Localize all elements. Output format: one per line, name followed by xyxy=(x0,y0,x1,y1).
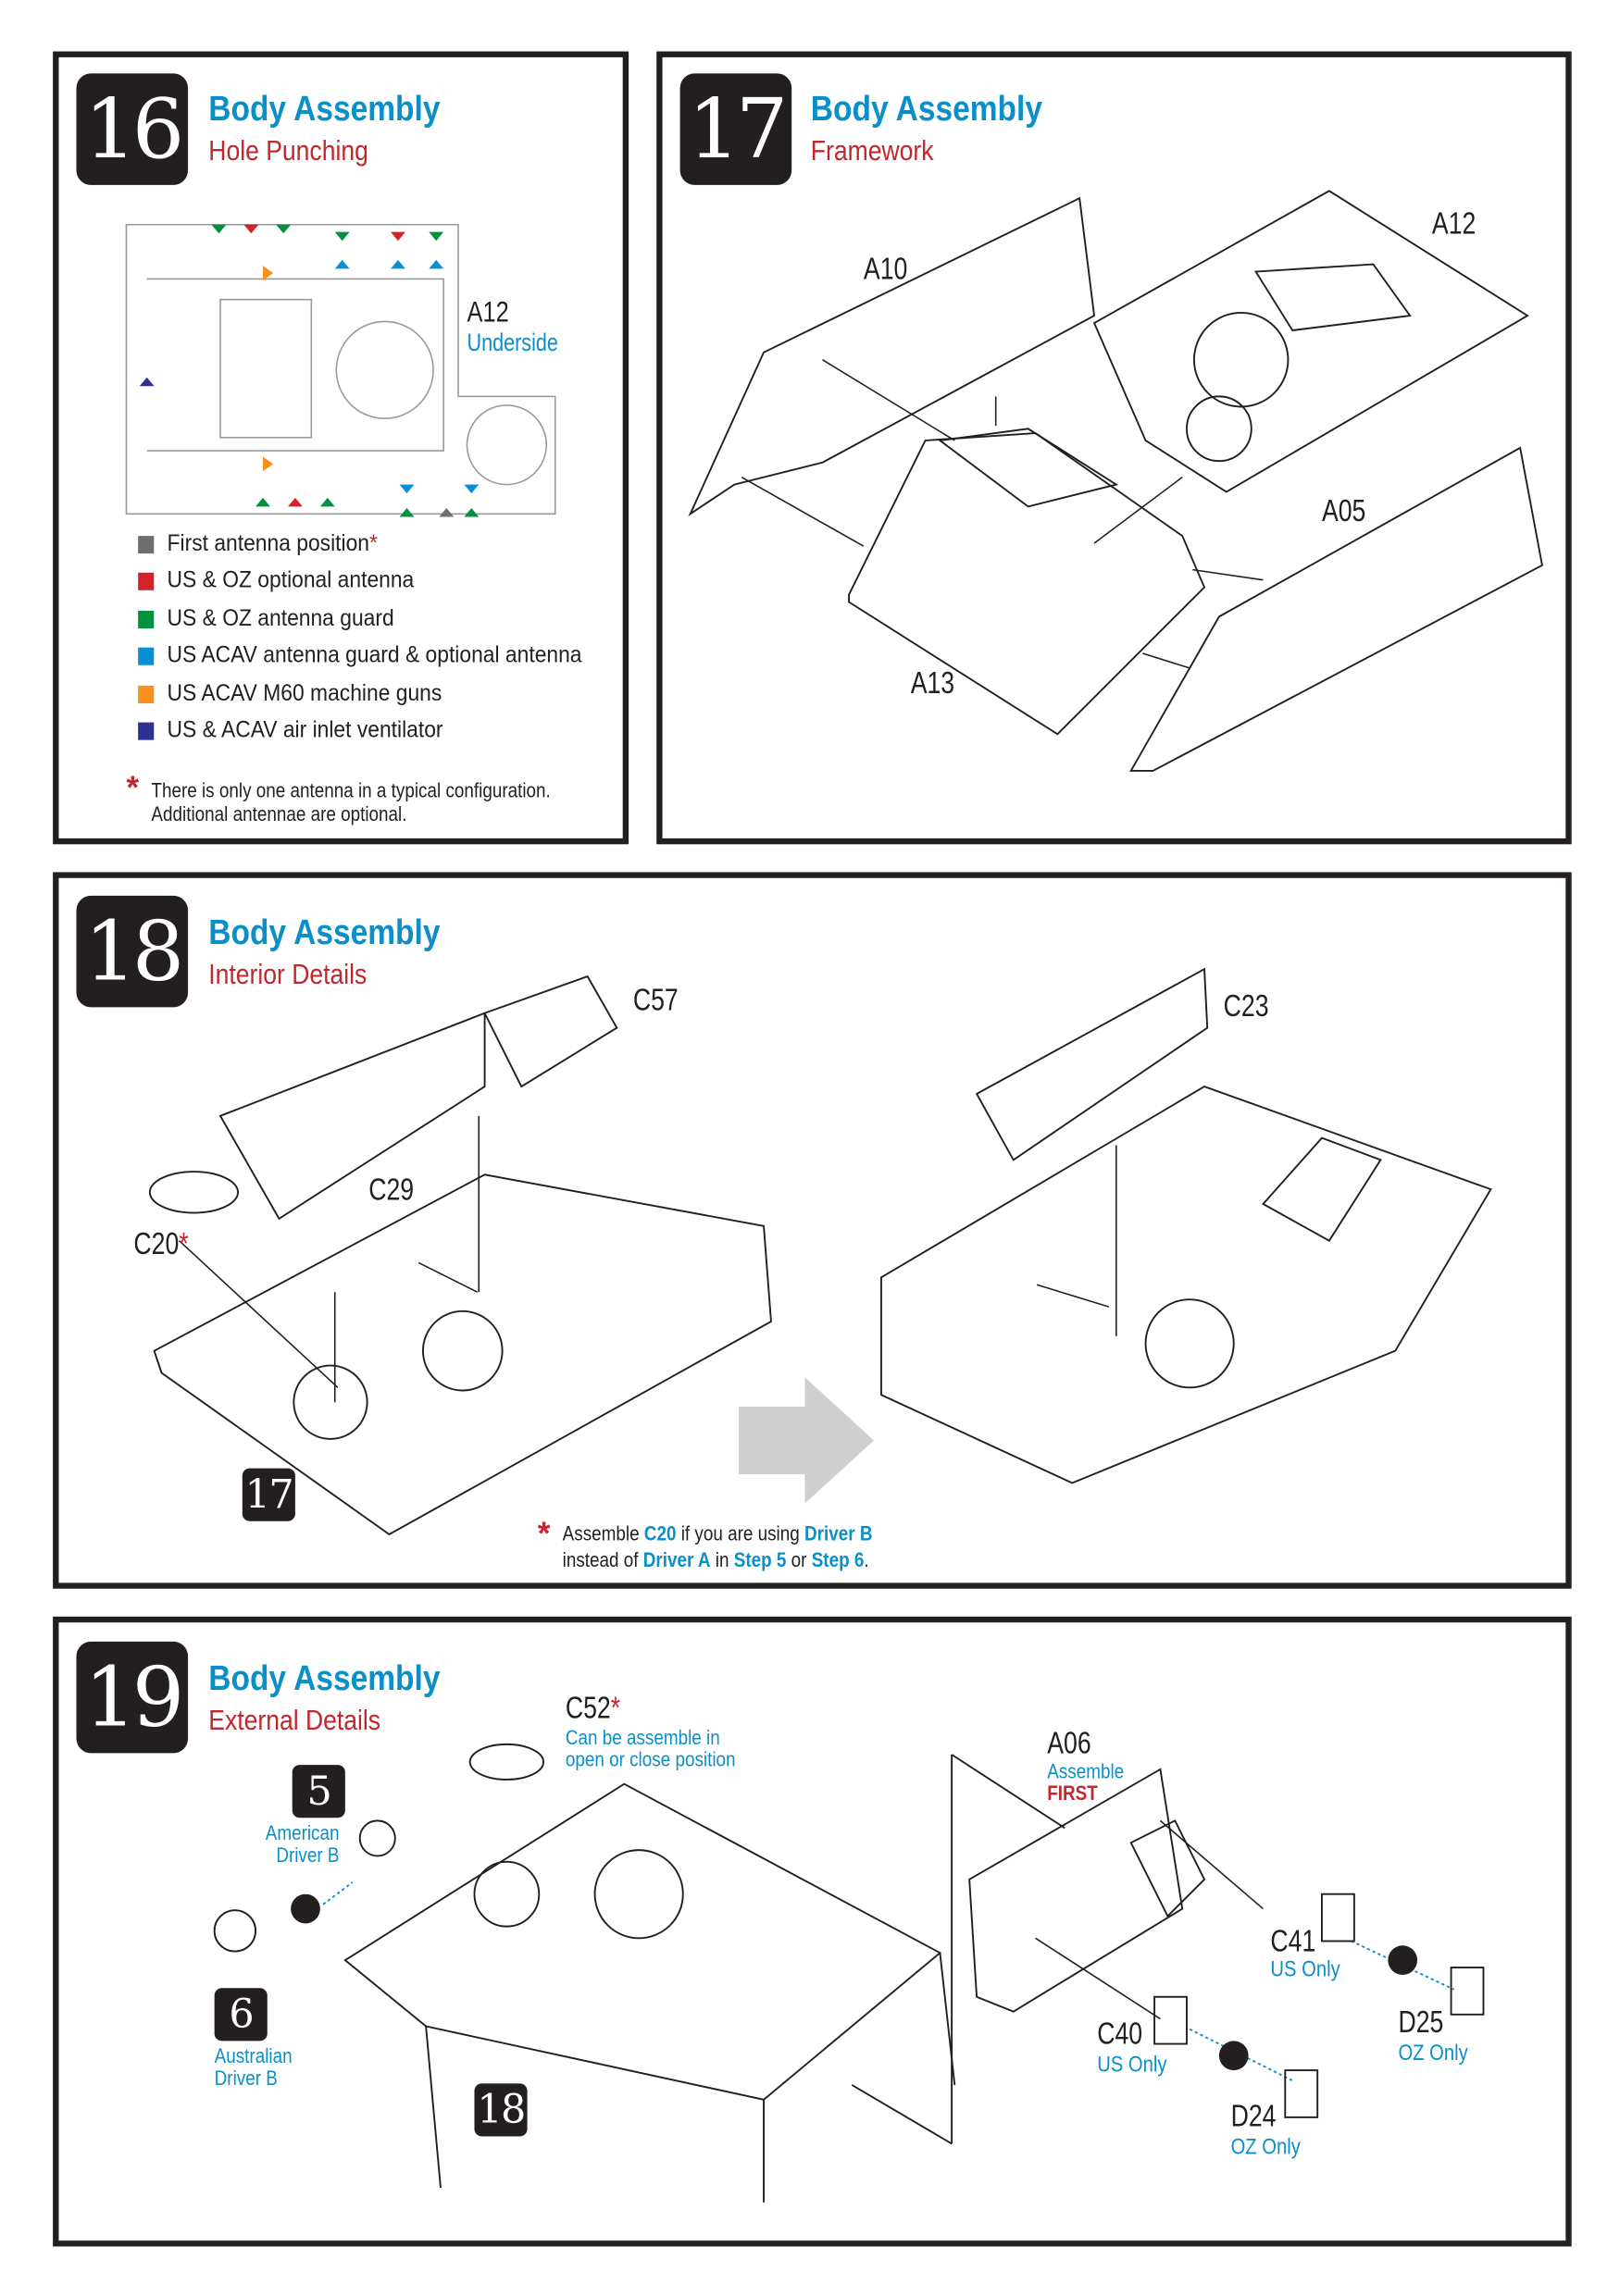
note-line: instead of Driver A in Step 5 or Step 6. xyxy=(563,1546,873,1573)
step-reference-badge: 6 xyxy=(214,1988,268,2042)
part-label-a13: A13 xyxy=(910,666,955,701)
note-text: Assemble xyxy=(562,1520,644,1545)
note-line: Australian xyxy=(214,2043,293,2067)
note-line: American xyxy=(265,1820,340,1844)
note-highlight: Driver B xyxy=(804,1520,873,1545)
note-highlight: C20 xyxy=(643,1520,677,1545)
step-19-panel: 19 Body Assembly External Details C52* C… xyxy=(53,1616,1572,2247)
note-text: or xyxy=(786,1547,812,1571)
footnote-line: Additional antennae are optional. xyxy=(151,801,407,825)
note-text: instead of xyxy=(562,1547,643,1571)
step-title: Body Assembly xyxy=(208,89,441,130)
part-label-a12: A12 xyxy=(1431,206,1477,242)
note-text: . xyxy=(864,1547,869,1571)
note-line: Driver B xyxy=(214,2066,278,2090)
d25-note: OZ Only xyxy=(1398,2041,1468,2066)
legend-label: US & OZ antenna guard xyxy=(167,606,394,632)
note-text: if you are using xyxy=(676,1520,805,1545)
asterisk: * xyxy=(369,531,378,557)
blue-swatch xyxy=(138,647,155,665)
part-note-underside: Underside xyxy=(467,329,558,357)
part-label-c57: C57 xyxy=(632,984,679,1018)
note-line: Driver B xyxy=(276,1843,340,1867)
note-line-first: FIRST xyxy=(1047,1781,1098,1805)
asterisk-icon: * xyxy=(126,769,140,807)
legend-label: US ACAV M60 machine guns xyxy=(167,681,442,707)
progress-arrow xyxy=(739,1377,875,1504)
legend-item: US & OZ optional antenna xyxy=(138,568,414,595)
c52-text: C52 xyxy=(565,1691,611,1726)
step-reference-badge: 17 xyxy=(242,1468,295,1521)
step-subtitle: Interior Details xyxy=(208,960,368,991)
note-line: Assemble xyxy=(1047,1758,1125,1783)
note-line: Assemble C20 if you are using Driver B xyxy=(563,1520,873,1546)
gray-swatch xyxy=(138,536,155,554)
part-label-a05: A05 xyxy=(1321,494,1366,529)
legend-item: US & OZ antenna guard xyxy=(138,606,394,633)
part-label-a12: A12 xyxy=(467,296,509,329)
part-label-c20: C20* xyxy=(133,1227,188,1262)
red-swatch xyxy=(138,572,155,590)
footnote: There is only one antenna in a typical c… xyxy=(151,778,550,825)
legend-label: US & ACAV air inlet ventilator xyxy=(167,717,443,743)
step-title: Body Assembly xyxy=(208,912,441,953)
legend-label: US ACAV antenna guard & optional antenna xyxy=(167,642,582,668)
footnote-line: There is only one antenna in a typical c… xyxy=(151,777,551,802)
c20-note: Assemble C20 if you are using Driver B i… xyxy=(563,1520,873,1572)
part-label-d25: D25 xyxy=(1398,2005,1444,2040)
legend-item: First antenna position* xyxy=(138,531,378,558)
c40-note: US Only xyxy=(1097,2053,1167,2079)
part-label-c23: C23 xyxy=(1223,989,1269,1024)
interior-details-diagram xyxy=(148,967,1492,1536)
step-subtitle: Framework xyxy=(810,136,934,168)
step-title: Body Assembly xyxy=(810,89,1042,130)
asterisk: * xyxy=(610,1691,621,1726)
step-reference-badge: 18 xyxy=(474,2083,528,2137)
part-label-a10: A10 xyxy=(863,252,908,287)
part-label-d24: D24 xyxy=(1230,2099,1277,2134)
legend-item: US & ACAV air inlet ventilator xyxy=(138,717,443,745)
legend-item: US ACAV M60 machine guns xyxy=(138,681,442,708)
step-number-badge: 18 xyxy=(76,895,189,1008)
part-label-c41: C41 xyxy=(1270,1925,1316,1959)
note-line: open or close position xyxy=(565,1747,736,1771)
navy-swatch xyxy=(138,722,155,740)
green-swatch xyxy=(138,611,155,629)
framework-diagram xyxy=(688,190,1543,772)
step-16-panel: 16 Body Assembly Hole Punching A12 Under… xyxy=(53,51,629,845)
d24-note: OZ Only xyxy=(1230,2134,1301,2160)
part-label-c52: C52* xyxy=(566,1692,620,1727)
hole-punching-diagram xyxy=(125,223,556,517)
part-label-a06: A06 xyxy=(1047,1726,1091,1761)
step-number-badge: 16 xyxy=(76,73,189,185)
step-number-badge: 17 xyxy=(679,73,792,185)
legend-label: First antenna position xyxy=(167,531,370,557)
note-highlight: Step 5 xyxy=(733,1547,787,1571)
step-number-badge: 19 xyxy=(76,1641,189,1754)
c41-note: US Only xyxy=(1270,1956,1340,1982)
asterisk-icon: * xyxy=(537,1515,551,1553)
part-label-c40: C40 xyxy=(1097,2017,1143,2052)
note-text: in xyxy=(710,1547,734,1571)
orange-swatch xyxy=(138,685,155,703)
step-17-panel: 17 Body Assembly Framework A10 A12 A05 A… xyxy=(656,51,1572,845)
note-highlight: Driver A xyxy=(642,1547,711,1571)
legend-label: US & OZ optional antenna xyxy=(167,568,415,593)
step-title: Body Assembly xyxy=(208,1658,441,1699)
legend-item: US ACAV antenna guard & optional antenna xyxy=(138,642,582,670)
step-reference-badge: 5 xyxy=(292,1765,345,1818)
step-18-panel: 18 Body Assembly Interior Details C57 C2… xyxy=(53,872,1572,1589)
note-line: Can be assemble in xyxy=(565,1725,720,1749)
asterisk: * xyxy=(179,1227,189,1261)
c20-text: C20 xyxy=(133,1227,180,1261)
step-subtitle: Hole Punching xyxy=(208,136,368,168)
step-subtitle: External Details xyxy=(208,1706,381,1737)
external-details-diagram xyxy=(213,1743,1485,2203)
note-highlight: Step 6 xyxy=(811,1547,865,1571)
part-label-c29: C29 xyxy=(368,1173,415,1208)
